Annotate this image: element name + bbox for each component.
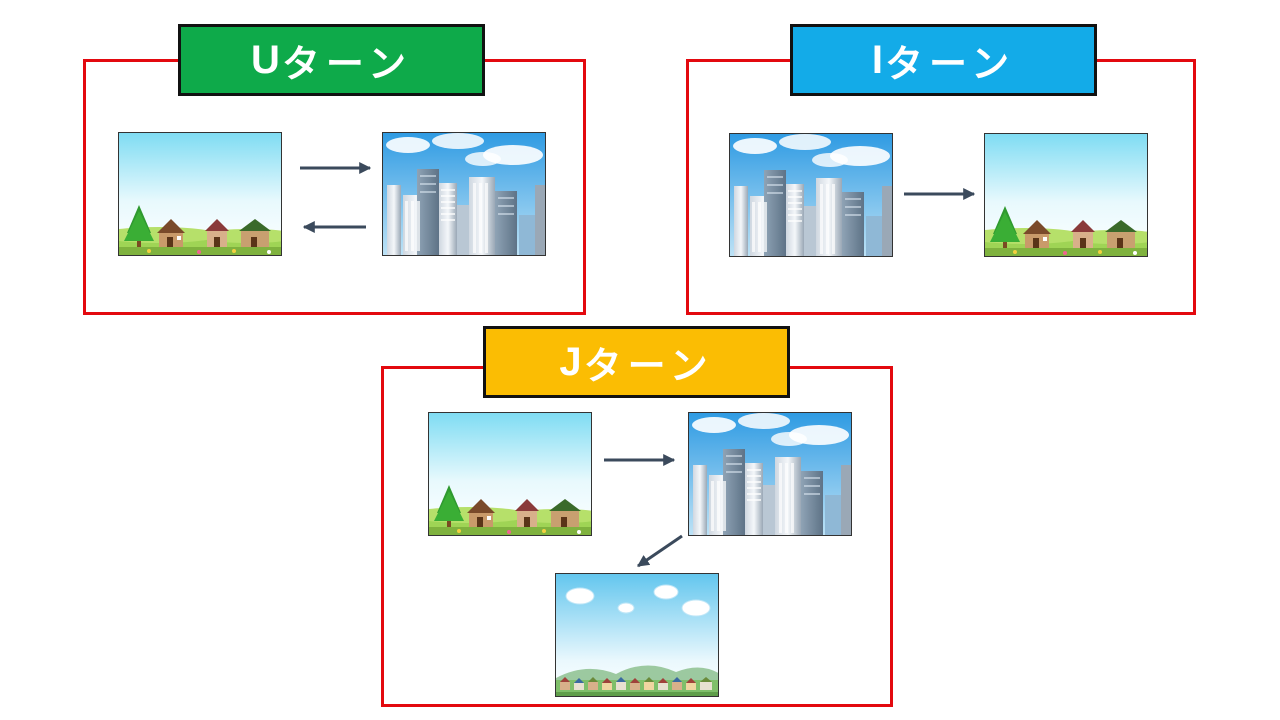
arrow-to-city-icon xyxy=(604,454,676,466)
city-skyscrapers-image xyxy=(382,132,546,256)
regional-town-image xyxy=(555,573,719,697)
city-skyscrapers-image xyxy=(729,133,893,257)
countryside-village-image xyxy=(428,412,592,536)
countryside-village-image xyxy=(984,133,1148,257)
arrow-to-city-icon xyxy=(300,162,372,174)
city-skyscrapers-image xyxy=(688,412,852,536)
countryside-village-image xyxy=(118,132,282,256)
arrow-to-countryside-icon xyxy=(904,188,976,200)
arrow-to-regional-town-icon xyxy=(637,534,683,568)
arrow-return-home-icon xyxy=(302,221,366,233)
